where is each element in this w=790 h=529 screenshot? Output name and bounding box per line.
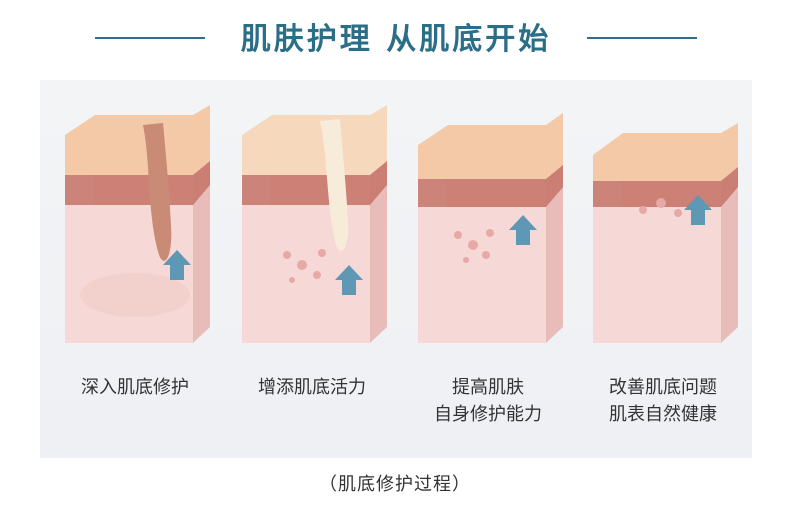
page-title: 肌肤护理 从肌底开始 xyxy=(240,22,552,57)
process-caption: （肌底修护过程） xyxy=(319,474,471,495)
stage-caption-2: 增添肌底活力 xyxy=(227,374,397,401)
skin-diagram-2 xyxy=(232,95,392,350)
stage-caption-3-line1: 提高肌肤 xyxy=(452,377,524,398)
header: 肌肤护理 从肌底开始 xyxy=(0,0,790,72)
stage-caption-1-line1: 深入肌底修护 xyxy=(81,377,189,398)
stage-caption-3-line2: 自身修护能力 xyxy=(434,404,542,425)
skin-diagram-1 xyxy=(55,95,215,350)
up-arrow-icon xyxy=(509,215,537,245)
up-arrow-icon xyxy=(335,265,363,295)
skin-diagram-3 xyxy=(408,95,568,350)
skin-diagram-4 xyxy=(583,95,743,350)
stage-caption-1: 深入肌底修护 xyxy=(50,374,220,401)
up-arrow-icon xyxy=(163,250,191,280)
stage-caption-4-line2: 肌表自然健康 xyxy=(609,404,717,425)
stage-caption-4-line1: 改善肌底问题 xyxy=(609,377,717,398)
up-arrow-icon xyxy=(684,195,712,225)
stage-caption-2-line1: 增添肌底活力 xyxy=(258,377,366,398)
stage-caption-4: 改善肌底问题 肌表自然健康 xyxy=(578,374,748,428)
header-line-right xyxy=(587,37,697,39)
stage-caption-3: 提高肌肤 自身修护能力 xyxy=(403,374,573,428)
header-line-left xyxy=(95,37,205,39)
